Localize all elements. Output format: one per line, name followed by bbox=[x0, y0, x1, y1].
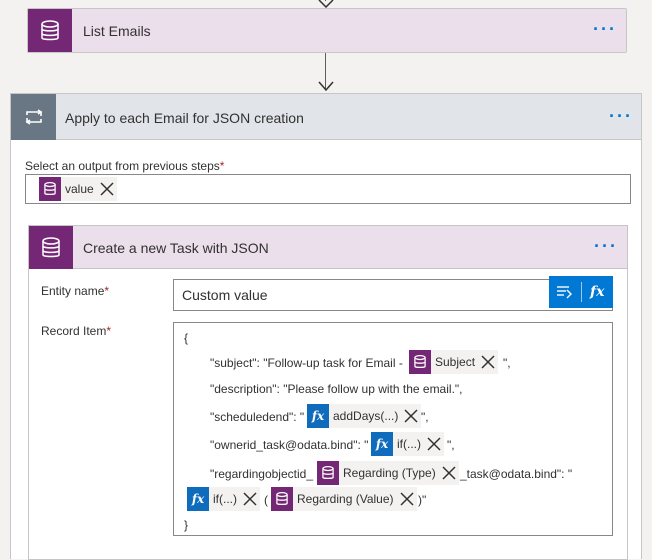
owner-if-token-label: if(...) bbox=[397, 437, 421, 451]
list-emails-title: List Emails bbox=[83, 23, 151, 39]
close-icon[interactable] bbox=[97, 177, 117, 201]
output-select-input[interactable]: value bbox=[25, 174, 631, 204]
code-owner-prefix: "ownerid_task@odata.bind": " bbox=[210, 438, 369, 452]
database-icon bbox=[39, 177, 61, 201]
entity-name-label: Entity name* bbox=[41, 284, 109, 298]
dynamic-content-icon bbox=[556, 286, 572, 299]
fx-icon: fx bbox=[371, 432, 393, 456]
create-task-title: Create a new Task with JSON bbox=[83, 240, 269, 256]
apply-to-each-menu-button[interactable]: ··· bbox=[609, 106, 633, 126]
apply-to-each-title: Apply to each Email for JSON creation bbox=[65, 110, 304, 126]
expression-button[interactable]: fx bbox=[581, 276, 613, 308]
loop-icon bbox=[25, 109, 42, 125]
create-task-card: Create a new Task with JSON ··· Entity n… bbox=[28, 225, 628, 560]
code-scheduledend-prefix: "scheduledend": " bbox=[210, 410, 305, 424]
regarding-if-token-label: if(...) bbox=[213, 492, 237, 506]
code-paren-close: )" bbox=[418, 493, 427, 507]
apply-to-each-header[interactable]: Apply to each Email for JSON creation ··… bbox=[11, 94, 641, 140]
close-icon[interactable] bbox=[401, 404, 421, 428]
connector-middle bbox=[325, 53, 326, 90]
close-icon[interactable] bbox=[397, 487, 417, 511]
regarding-value-token[interactable]: Regarding (Value) bbox=[271, 487, 417, 511]
list-emails-menu-button[interactable]: ··· bbox=[593, 19, 617, 39]
adddays-token-label: addDays(...) bbox=[333, 409, 399, 423]
fx-icon: fx bbox=[187, 487, 209, 511]
regarding-type-token-label: Regarding (Type) bbox=[343, 466, 436, 480]
code-regarding-suffix: _task@odata.bind": " bbox=[460, 467, 573, 481]
regarding-type-token[interactable]: Regarding (Type) bbox=[317, 461, 459, 485]
regarding-value-token-label: Regarding (Value) bbox=[297, 492, 394, 506]
code-paren-open: ( bbox=[264, 493, 268, 507]
apply-to-each-icon-box bbox=[11, 94, 56, 140]
subject-token[interactable]: Subject bbox=[409, 350, 499, 374]
code-close-brace: } bbox=[184, 518, 189, 532]
dynamic-content-toolbar: fx bbox=[549, 276, 613, 308]
fx-icon: fx bbox=[590, 284, 605, 300]
arrow-down-icon bbox=[318, 81, 334, 92]
database-icon bbox=[317, 461, 339, 485]
connector-top bbox=[325, 0, 326, 1]
required-mark: * bbox=[104, 284, 110, 298]
list-emails-card[interactable]: List Emails ··· bbox=[27, 8, 627, 53]
required-mark: * bbox=[219, 159, 225, 173]
code-scheduledend-suffix: ", bbox=[421, 410, 429, 424]
code-subject-prefix: "subject": "Follow-up task for Email - bbox=[210, 356, 403, 370]
database-icon bbox=[41, 19, 59, 40]
required-mark: * bbox=[106, 324, 112, 338]
code-regarding-prefix: "regardingobjectid_ bbox=[210, 467, 313, 481]
create-task-icon-box bbox=[29, 226, 73, 269]
create-task-header[interactable]: Create a new Task with JSON ··· bbox=[29, 226, 627, 269]
adddays-token[interactable]: fx addDays(...) bbox=[307, 404, 422, 428]
code-subject-suffix: ", bbox=[503, 356, 511, 370]
record-item-input[interactable]: { "subject": "Follow-up task for Email -… bbox=[173, 322, 613, 536]
entity-name-input[interactable]: Custom value bbox=[173, 279, 613, 311]
close-icon[interactable] bbox=[424, 432, 444, 456]
database-icon bbox=[42, 236, 60, 257]
toolbar-divider bbox=[580, 282, 582, 302]
owner-if-token[interactable]: fx if(...) bbox=[371, 432, 444, 456]
value-token[interactable]: value bbox=[39, 177, 117, 201]
record-item-label: Record Item* bbox=[41, 324, 111, 338]
code-open-brace: { bbox=[184, 331, 189, 345]
subject-token-label: Subject bbox=[435, 355, 476, 369]
close-icon[interactable] bbox=[240, 487, 260, 511]
database-icon bbox=[271, 487, 293, 511]
close-icon[interactable] bbox=[478, 350, 498, 374]
value-token-label: value bbox=[65, 182, 94, 196]
database-icon bbox=[409, 350, 431, 374]
regarding-if-token[interactable]: fx if(...) bbox=[187, 487, 260, 511]
code-owner-suffix: ", bbox=[447, 438, 455, 452]
output-select-label: Select an output from previous steps* bbox=[25, 159, 224, 173]
close-icon[interactable] bbox=[439, 461, 459, 485]
record-item-label-text: Record Item bbox=[41, 324, 107, 338]
dynamic-content-button[interactable] bbox=[549, 276, 581, 308]
fx-icon: fx bbox=[307, 404, 329, 428]
code-description-line: "description": "Please follow up with th… bbox=[210, 382, 463, 396]
list-emails-icon-box bbox=[28, 9, 72, 52]
entity-name-label-text: Entity name bbox=[41, 284, 105, 298]
arrow-down-icon bbox=[318, 0, 334, 8]
apply-to-each-container: Apply to each Email for JSON creation ··… bbox=[10, 93, 642, 560]
output-select-label-text: Select an output from previous steps bbox=[25, 159, 220, 173]
create-task-menu-button[interactable]: ··· bbox=[594, 236, 618, 256]
